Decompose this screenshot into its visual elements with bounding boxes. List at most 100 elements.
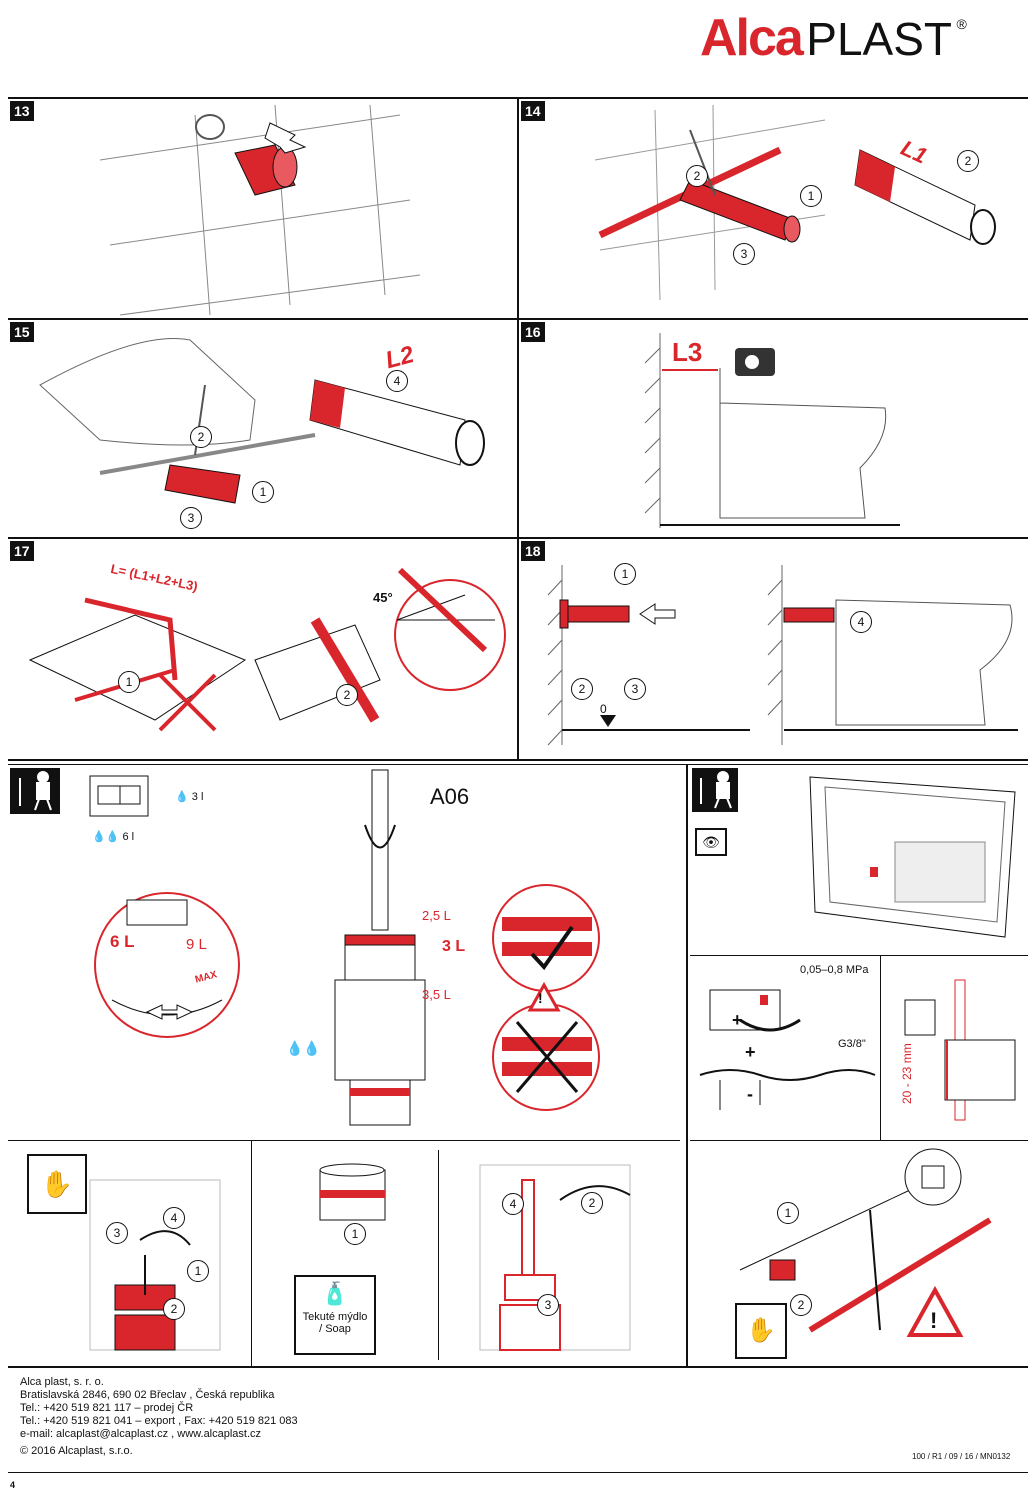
divider-row3b	[8, 764, 1028, 765]
step-15-number: 15	[10, 322, 34, 342]
pressure-label: 0,05–0,8 MPa	[800, 964, 869, 976]
soap-label-en: / Soap	[319, 1323, 351, 1335]
step-18-illustration	[547, 565, 1018, 746]
callout-1: 1	[777, 1202, 799, 1224]
step-16-illustration: L3	[644, 333, 900, 528]
copyright: © 2016 Alcaplast, s.r.o.	[20, 1445, 133, 1457]
callout-2: 2	[336, 684, 358, 706]
angle-label: 45°	[373, 590, 393, 605]
length-l1-label: L1	[897, 135, 931, 169]
divider-row4-left	[8, 1140, 680, 1141]
valve-detail-circle	[94, 892, 240, 1038]
callout-3: 3	[733, 243, 755, 265]
warning-icon: !	[538, 990, 543, 1006]
callout-2: 2	[790, 1294, 812, 1316]
volume-3-label: 3 L	[442, 938, 466, 955]
brand-logo-plast: PLAST	[806, 13, 953, 65]
flush-valve-illustration	[334, 769, 426, 1126]
cistern-connection-illustration: !	[739, 1148, 992, 1337]
step-15-illustration: L2	[39, 337, 485, 504]
small-flush-label: 💧 3 l	[175, 791, 204, 803]
step-13-illustration	[99, 104, 421, 316]
callout-4: 4	[386, 370, 408, 392]
callout-4: 4	[850, 611, 872, 633]
fill-valve-adjustment	[699, 989, 876, 1110]
callout-2: 2	[581, 1192, 603, 1214]
divider-row1	[8, 318, 1028, 320]
callout-1: 1	[800, 185, 822, 207]
company-phone-sales: Tel.: +420 519 821 117 – prodej ČR	[20, 1402, 194, 1414]
step-14-number: 14	[521, 101, 545, 121]
callout-1: 1	[252, 481, 274, 503]
callout-4: 4	[163, 1207, 185, 1229]
callout-3: 3	[106, 1222, 128, 1244]
step-18-number: 18	[521, 541, 545, 561]
company-name: Alca plast, s. r. o.	[20, 1376, 104, 1388]
divider-right-mid	[690, 955, 1028, 956]
step-17-number: 17	[10, 541, 34, 561]
company-info: Alca plast, s. r. o. Bratislavská 2846, …	[20, 1376, 298, 1458]
step-14-illustration: L1	[594, 104, 996, 301]
callout-2: 2	[190, 426, 212, 448]
callout-1: 1	[344, 1223, 366, 1245]
floor-zero-label: 0	[600, 702, 607, 716]
volume-9l-label: 9 L	[186, 936, 207, 953]
plus-label-2: +	[745, 1042, 756, 1062]
callout-1: 1	[118, 671, 140, 693]
eye-icon: 👁	[695, 828, 727, 856]
divider-row3	[8, 759, 1028, 761]
company-email: e-mail: alcaplast@alcaplast.cz , www.alc…	[20, 1428, 262, 1440]
hand-icon: ✋	[27, 1154, 87, 1214]
thread-label: G3/8"	[838, 1038, 866, 1050]
valve-seal-illustration	[319, 1163, 386, 1221]
page-number: 4	[10, 1480, 16, 1490]
divider-right-small	[880, 955, 881, 1140]
flush-button-diagram	[89, 775, 149, 817]
document-reference: 100 / R1 / 09 / 16 / MN0132	[912, 1452, 1011, 1461]
seal-check-circle	[492, 884, 600, 1111]
brand-logo-alca: Alca	[700, 9, 804, 67]
callout-2: 2	[686, 165, 708, 187]
hand-icon-right: ✋	[735, 1303, 787, 1359]
callout-1: 1	[187, 1260, 209, 1282]
valve-double-drop-icon: 💧💧	[286, 1040, 321, 1056]
volume-3-5-label: 3,5 L	[422, 987, 451, 1002]
soap-box: 🧴 Tekuté mýdlo / Soap	[294, 1275, 376, 1355]
callout-3: 3	[624, 678, 646, 700]
minus-label: -	[747, 1084, 753, 1104]
divider-vertical-upper	[517, 97, 519, 759]
callout-3: 3	[180, 507, 202, 529]
divider-row4-right	[690, 1140, 1028, 1141]
full-flush-label: 💧💧 6 l	[92, 831, 135, 843]
plus-label-1: +	[732, 1010, 743, 1030]
divider-row2	[8, 537, 1028, 539]
callout-2: 2	[957, 150, 979, 172]
company-address: Bratislavská 2846, 690 02 Břeclav , Česk…	[20, 1389, 275, 1401]
volume-6l-label: 6 L	[110, 932, 135, 951]
valve-reassembly-illustration	[479, 1164, 631, 1351]
volume-2-5-label: 2,5 L	[422, 908, 451, 923]
divider-vertical-lower	[686, 764, 688, 1368]
cistern-inspection-illustration	[809, 776, 1016, 938]
length-l3-label: L3	[672, 337, 702, 367]
valve-removal-illustration	[89, 1179, 221, 1351]
soap-bottle-icon: 🧴	[321, 1281, 349, 1306]
soap-label-cz: Tekuté mýdlo	[302, 1311, 368, 1323]
divider-bottom-b	[438, 1150, 439, 1360]
step-16-number: 16	[521, 322, 545, 342]
divider-bottom-a	[251, 1140, 252, 1366]
callout-2: 2	[571, 678, 593, 700]
divider-footer	[8, 1366, 1028, 1368]
callout-3: 3	[537, 1294, 559, 1316]
level-range-label: 20 - 23 mm	[900, 1043, 914, 1104]
callout-2: 2	[163, 1298, 185, 1320]
brand-logo: Alca PLAST ®	[700, 8, 967, 68]
warning-icon-mark: !	[930, 1308, 937, 1333]
small-flush-volume: 3 l	[191, 791, 204, 803]
callout-4: 4	[502, 1193, 524, 1215]
step-13-number: 13	[10, 101, 34, 121]
company-phone-export: Tel.: +420 519 821 041 – export , Fax: +…	[20, 1415, 298, 1427]
length-l2-label: L2	[383, 341, 418, 374]
valve-model-label: A06	[430, 784, 470, 809]
installer-icon	[10, 768, 60, 814]
